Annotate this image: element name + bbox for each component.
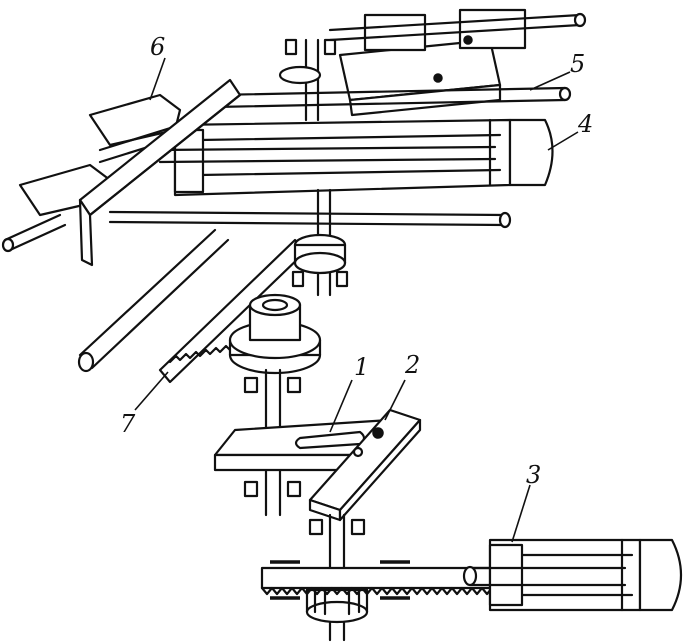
leader-6 — [149, 57, 166, 101]
slotted-link-1 — [213, 418, 392, 472]
label-6: 6 — [150, 33, 165, 61]
leader-1 — [329, 379, 353, 433]
top-slide-block — [328, 8, 587, 117]
hydraulic-cylinder-4 — [158, 118, 554, 197]
label-7: 7 — [120, 410, 136, 438]
lever-2 — [308, 408, 422, 522]
lower-guide-rod — [108, 210, 512, 229]
label-4: 4 — [577, 110, 593, 138]
leader-4 — [547, 131, 579, 151]
leader-7 — [134, 371, 169, 411]
pinion-upper — [291, 188, 349, 297]
upper-shaft-with-bearings — [278, 38, 337, 122]
leader-3 — [511, 484, 531, 543]
label-5: 5 — [570, 50, 585, 78]
label-1: 1 — [354, 353, 369, 381]
label-2: 2 — [404, 351, 420, 379]
leader-2 — [384, 379, 406, 421]
nut-and-flange — [228, 293, 322, 375]
lower-rack — [260, 560, 494, 600]
guide-rod-5 — [213, 86, 572, 109]
carriage-plate — [78, 78, 242, 267]
long-diagonal-rod — [77, 228, 230, 373]
leader-5 — [529, 71, 571, 91]
label-3: 3 — [526, 461, 541, 489]
hydraulic-cylinder-3 — [462, 538, 682, 612]
